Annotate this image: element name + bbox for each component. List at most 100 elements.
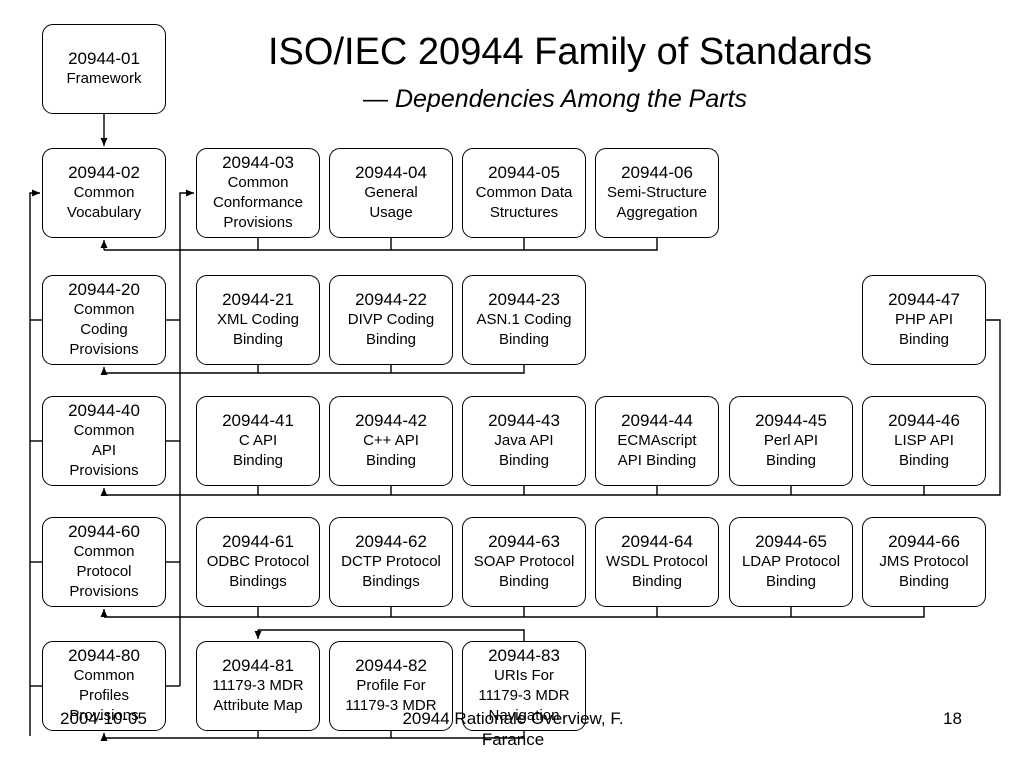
part-description: Common Conformance Provisions	[212, 174, 304, 231]
part-description: Java API Binding	[494, 432, 554, 469]
part-description: DIVP Coding Binding	[347, 311, 435, 348]
bus-row4	[104, 607, 925, 618]
part-description: URIs For 11179-3 MDR Navigation	[478, 667, 570, 724]
part-20944-22-box: 20944-22 DIVP Coding Binding	[329, 275, 453, 365]
part-code: 20944-82	[355, 656, 427, 675]
part-description: ODBC Protocol Bindings	[206, 553, 310, 590]
part-description: 11179-3 MDR Attribute Map	[212, 677, 304, 714]
part-20944-62-box: 20944-62 DCTP Protocol Bindings	[329, 517, 453, 607]
part-20944-05-box: 20944-05 Common Data Structures	[462, 148, 586, 238]
part-20944-41-box: 20944-41 C API Binding	[196, 396, 320, 486]
part-20944-45-box: 20944-45 Perl API Binding	[729, 396, 853, 486]
part-code: 20944-80	[68, 646, 140, 665]
part-20944-02-box: 20944-02 Common Vocabulary	[42, 148, 166, 238]
part-20944-65-box: 20944-65 LDAP Protocol Binding	[729, 517, 853, 607]
part-description: Common Profiles Provisions	[69, 667, 139, 724]
part-code: 20944-44	[621, 411, 693, 430]
part-code: 20944-40	[68, 401, 140, 420]
part-20944-04-box: 20944-04 General Usage	[329, 148, 453, 238]
part-code: 20944-42	[355, 411, 427, 430]
part-20944-23-box: 20944-23 ASN.1 Coding Binding	[462, 275, 586, 365]
part-20944-21-box: 20944-21 XML Coding Binding	[196, 275, 320, 365]
part-code: 20944-41	[222, 411, 294, 430]
subtitle-dash: —	[363, 85, 388, 113]
part-description: WSDL Protocol Binding	[606, 553, 708, 590]
part-code: 20944-06	[621, 163, 693, 182]
part-description: ASN.1 Coding Binding	[476, 311, 572, 348]
part-20944-01-box: 20944-01 Framework	[42, 24, 166, 114]
part-code: 20944-63	[488, 532, 560, 551]
part-code: 20944-66	[888, 532, 960, 551]
part-code: 20944-05	[488, 163, 560, 182]
part-description: General Usage	[364, 184, 418, 221]
part-code: 20944-03	[222, 153, 294, 172]
part-description: Semi-Structure Aggregation	[606, 184, 708, 221]
part-code: 20944-45	[755, 411, 827, 430]
part-code: 20944-61	[222, 532, 294, 551]
part-20944-83-box: 20944-83 URIs For 11179-3 MDR Navigation	[462, 641, 586, 731]
part-code: 20944-04	[355, 163, 427, 182]
part-code: 20944-43	[488, 411, 560, 430]
part-20944-42-box: 20944-42 C++ API Binding	[329, 396, 453, 486]
part-description: C++ API Binding	[363, 432, 419, 469]
part-20944-06-box: 20944-06 Semi-Structure Aggregation	[595, 148, 719, 238]
part-code: 20944-21	[222, 290, 294, 309]
bus-row3	[104, 486, 925, 496]
part-20944-46-box: 20944-46 LISP API Binding	[862, 396, 986, 486]
part-description: LISP API Binding	[894, 432, 954, 469]
footer-center-text: 20944 Rationale Overview, F. Farance	[402, 709, 624, 749]
bus-row1	[104, 238, 658, 251]
part-20944-44-box: 20944-44 ECMAscript API Binding	[595, 396, 719, 486]
route-83-to-81	[258, 629, 525, 641]
part-code: 20944-81	[222, 656, 294, 675]
part-code: 20944-64	[621, 532, 693, 551]
footer-page-number: 18	[943, 709, 962, 728]
part-20944-03-box: 20944-03 Common Conformance Provisions	[196, 148, 320, 238]
part-20944-43-box: 20944-43 Java API Binding	[462, 396, 586, 486]
part-code: 20944-65	[755, 532, 827, 551]
part-description: Common Vocabulary	[66, 184, 142, 221]
part-code: 20944-01	[68, 49, 140, 68]
subtitle-text: Dependencies Among the Parts	[394, 85, 748, 113]
bus-row2	[104, 365, 525, 374]
part-description: XML Coding Binding	[217, 311, 299, 348]
part-20944-64-box: 20944-64 WSDL Protocol Binding	[595, 517, 719, 607]
part-code: 20944-20	[68, 280, 140, 299]
part-code: 20944-47	[888, 290, 960, 309]
part-code: 20944-46	[888, 411, 960, 430]
part-description: Common Protocol Provisions	[69, 543, 139, 600]
part-description: C API Binding	[232, 432, 284, 469]
part-description: Framework	[66, 70, 142, 87]
part-code: 20944-83	[488, 646, 560, 665]
part-description: Common API Provisions	[69, 422, 139, 479]
part-description: JMS Protocol Binding	[879, 553, 969, 590]
slide-title: ISO/IEC 20944 Family of Standards	[268, 31, 873, 73]
part-code: 20944-60	[68, 522, 140, 541]
part-description: SOAP Protocol Binding	[473, 553, 575, 590]
part-20944-66-box: 20944-66 JMS Protocol Binding	[862, 517, 986, 607]
trunk-to-03	[179, 189, 194, 686]
part-description: LDAP Protocol Binding	[741, 553, 841, 590]
part-code: 20944-23	[488, 290, 560, 309]
part-20944-40-box: 20944-40 Common API Provisions	[42, 396, 166, 486]
part-20944-80-box: 20944-80 Common Profiles Provisions	[42, 641, 166, 731]
part-20944-81-box: 20944-81 11179-3 MDR Attribute Map	[196, 641, 320, 731]
footer-date: 2004-10-05	[60, 709, 147, 728]
part-description: ECMAscript API Binding	[617, 432, 697, 469]
part-20944-82-box: 20944-82 Profile For 11179-3 MDR	[329, 641, 453, 731]
part-description: Perl API Binding	[763, 432, 819, 469]
part-20944-60-box: 20944-60 Common Protocol Provisions	[42, 517, 166, 607]
part-description: DCTP Protocol Bindings	[341, 553, 441, 590]
trunk-to-02	[29, 189, 40, 736]
part-20944-20-box: 20944-20 Common Coding Provisions	[42, 275, 166, 365]
bus-row5	[104, 731, 525, 739]
route-47	[924, 319, 1001, 496]
part-description: Common Data Structures	[475, 184, 573, 221]
part-code: 20944-62	[355, 532, 427, 551]
part-20944-47-box: 20944-47 PHP API Binding	[862, 275, 986, 365]
slide-subtitle: — Dependencies Among the Parts	[363, 84, 747, 114]
part-20944-61-box: 20944-61 ODBC Protocol Bindings	[196, 517, 320, 607]
part-20944-63-box: 20944-63 SOAP Protocol Binding	[462, 517, 586, 607]
part-description: Common Coding Provisions	[69, 301, 139, 358]
